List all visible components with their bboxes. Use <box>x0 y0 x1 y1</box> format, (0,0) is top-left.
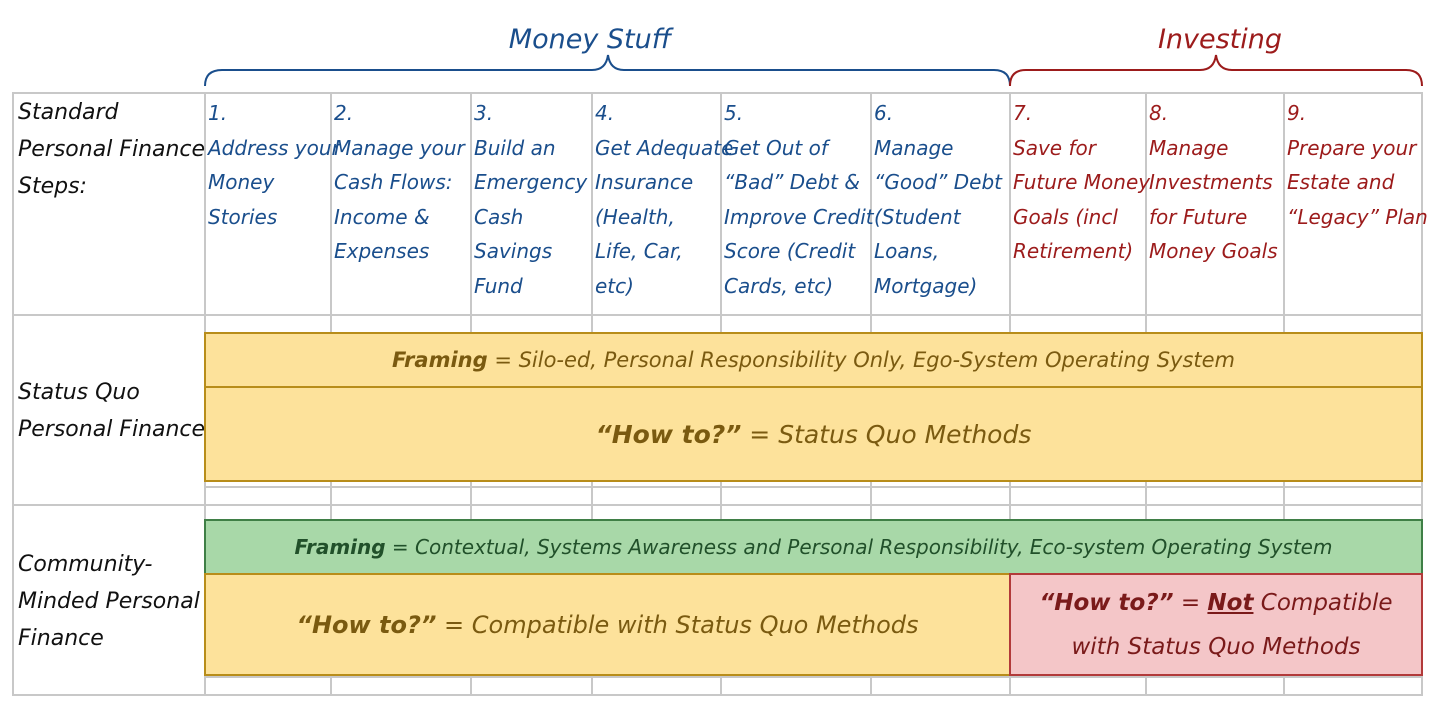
money-stuff-brace <box>204 54 1011 87</box>
community-framing-band: Framing = Contextual, Systems Awareness … <box>204 519 1423 575</box>
framing-text: = Contextual, Systems Awareness and Pers… <box>385 535 1333 559</box>
community-howto-compatible-band: “How to?” = Compatible with Status Quo M… <box>204 573 1011 676</box>
money-stuff-label: Money Stuff <box>508 24 672 55</box>
status-quo-howto-band: “How to?” = Status Quo Methods <box>204 386 1423 482</box>
framing-label: Framing <box>294 535 386 559</box>
investing-label: Investing <box>1157 24 1283 55</box>
howto-text: = Status Quo Methods <box>741 419 1032 449</box>
framing-label: Framing <box>392 348 488 372</box>
howto-label: “How to?” <box>595 419 742 449</box>
howto-not-text-line2: with Status Quo Methods <box>1071 633 1361 660</box>
investing-brace <box>1009 54 1423 87</box>
not-word: Not <box>1207 589 1254 616</box>
community-howto-not-compatible-band: “How to?” = Not Compatible with Status Q… <box>1009 573 1423 676</box>
howto-not-label: “How to?” <box>1039 589 1174 616</box>
howto-label: “How to?” <box>296 610 437 639</box>
howto-text: = Compatible with Status Quo Methods <box>436 610 919 639</box>
framing-text: = Silo-ed, Personal Responsibility Only,… <box>487 348 1235 372</box>
status-quo-framing-band: Framing = Silo-ed, Personal Responsibili… <box>204 332 1423 388</box>
brace-graphics <box>204 54 1423 87</box>
